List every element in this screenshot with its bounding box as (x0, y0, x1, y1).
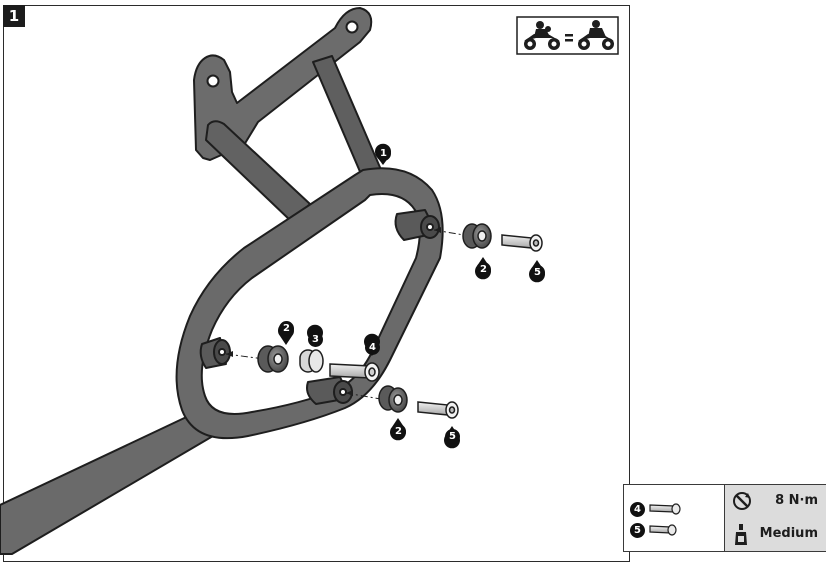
legend-bolt-icons (649, 503, 681, 536)
main-tube (0, 403, 231, 555)
legend-specs: 8 N·m Medium (724, 485, 826, 551)
rack-frame (0, 7, 444, 555)
callout-part-2: 2 (476, 262, 491, 277)
callout-part-1: 1 (376, 146, 391, 161)
bracket-hole (345, 20, 359, 34)
spacer-part-2 (257, 345, 289, 373)
torque-spec: 8 N·m (725, 485, 826, 519)
legend-part-5: 5 (630, 523, 645, 538)
bolt-part-5 (501, 234, 543, 252)
callout-part-4: 4 (365, 340, 380, 355)
bolt-part-4 (329, 362, 380, 382)
bolt-icon (649, 524, 677, 536)
bolt-icon (649, 503, 681, 515)
threadlocker-bottle-icon (735, 524, 747, 545)
torque-wrench-icon (733, 492, 751, 510)
threadlock-value: Medium (759, 526, 818, 541)
callout-part-2: 2 (279, 321, 294, 336)
step-number-badge: 1 (3, 5, 25, 27)
arrow-head (346, 390, 353, 396)
rear-strut (312, 55, 383, 182)
bracket-hole (206, 74, 220, 88)
callout-part-3: 3 (308, 332, 323, 347)
spacer-part-2 (462, 223, 492, 249)
spacer-part-2 (378, 385, 408, 413)
torque-value: 8 N·m (775, 493, 818, 508)
threadlock-spec: Medium (725, 518, 826, 551)
legend-part-4: 4 (630, 502, 645, 517)
sleeve-part-3 (299, 349, 324, 373)
callout-part-5: 5 (445, 429, 460, 444)
arrow-head (434, 227, 441, 233)
two-motorcycles-equal-icon (516, 16, 619, 55)
upper-bracket-plate (193, 7, 373, 161)
callout-part-5: 5 (530, 265, 545, 280)
legend-parts: 4 5 (624, 485, 724, 551)
bolt-part-5 (417, 401, 459, 419)
torque-legend: 4 5 8 N·m (623, 484, 826, 552)
cross-tube (205, 120, 311, 223)
arrow-head (226, 351, 233, 357)
callout-part-2: 2 (391, 424, 406, 439)
